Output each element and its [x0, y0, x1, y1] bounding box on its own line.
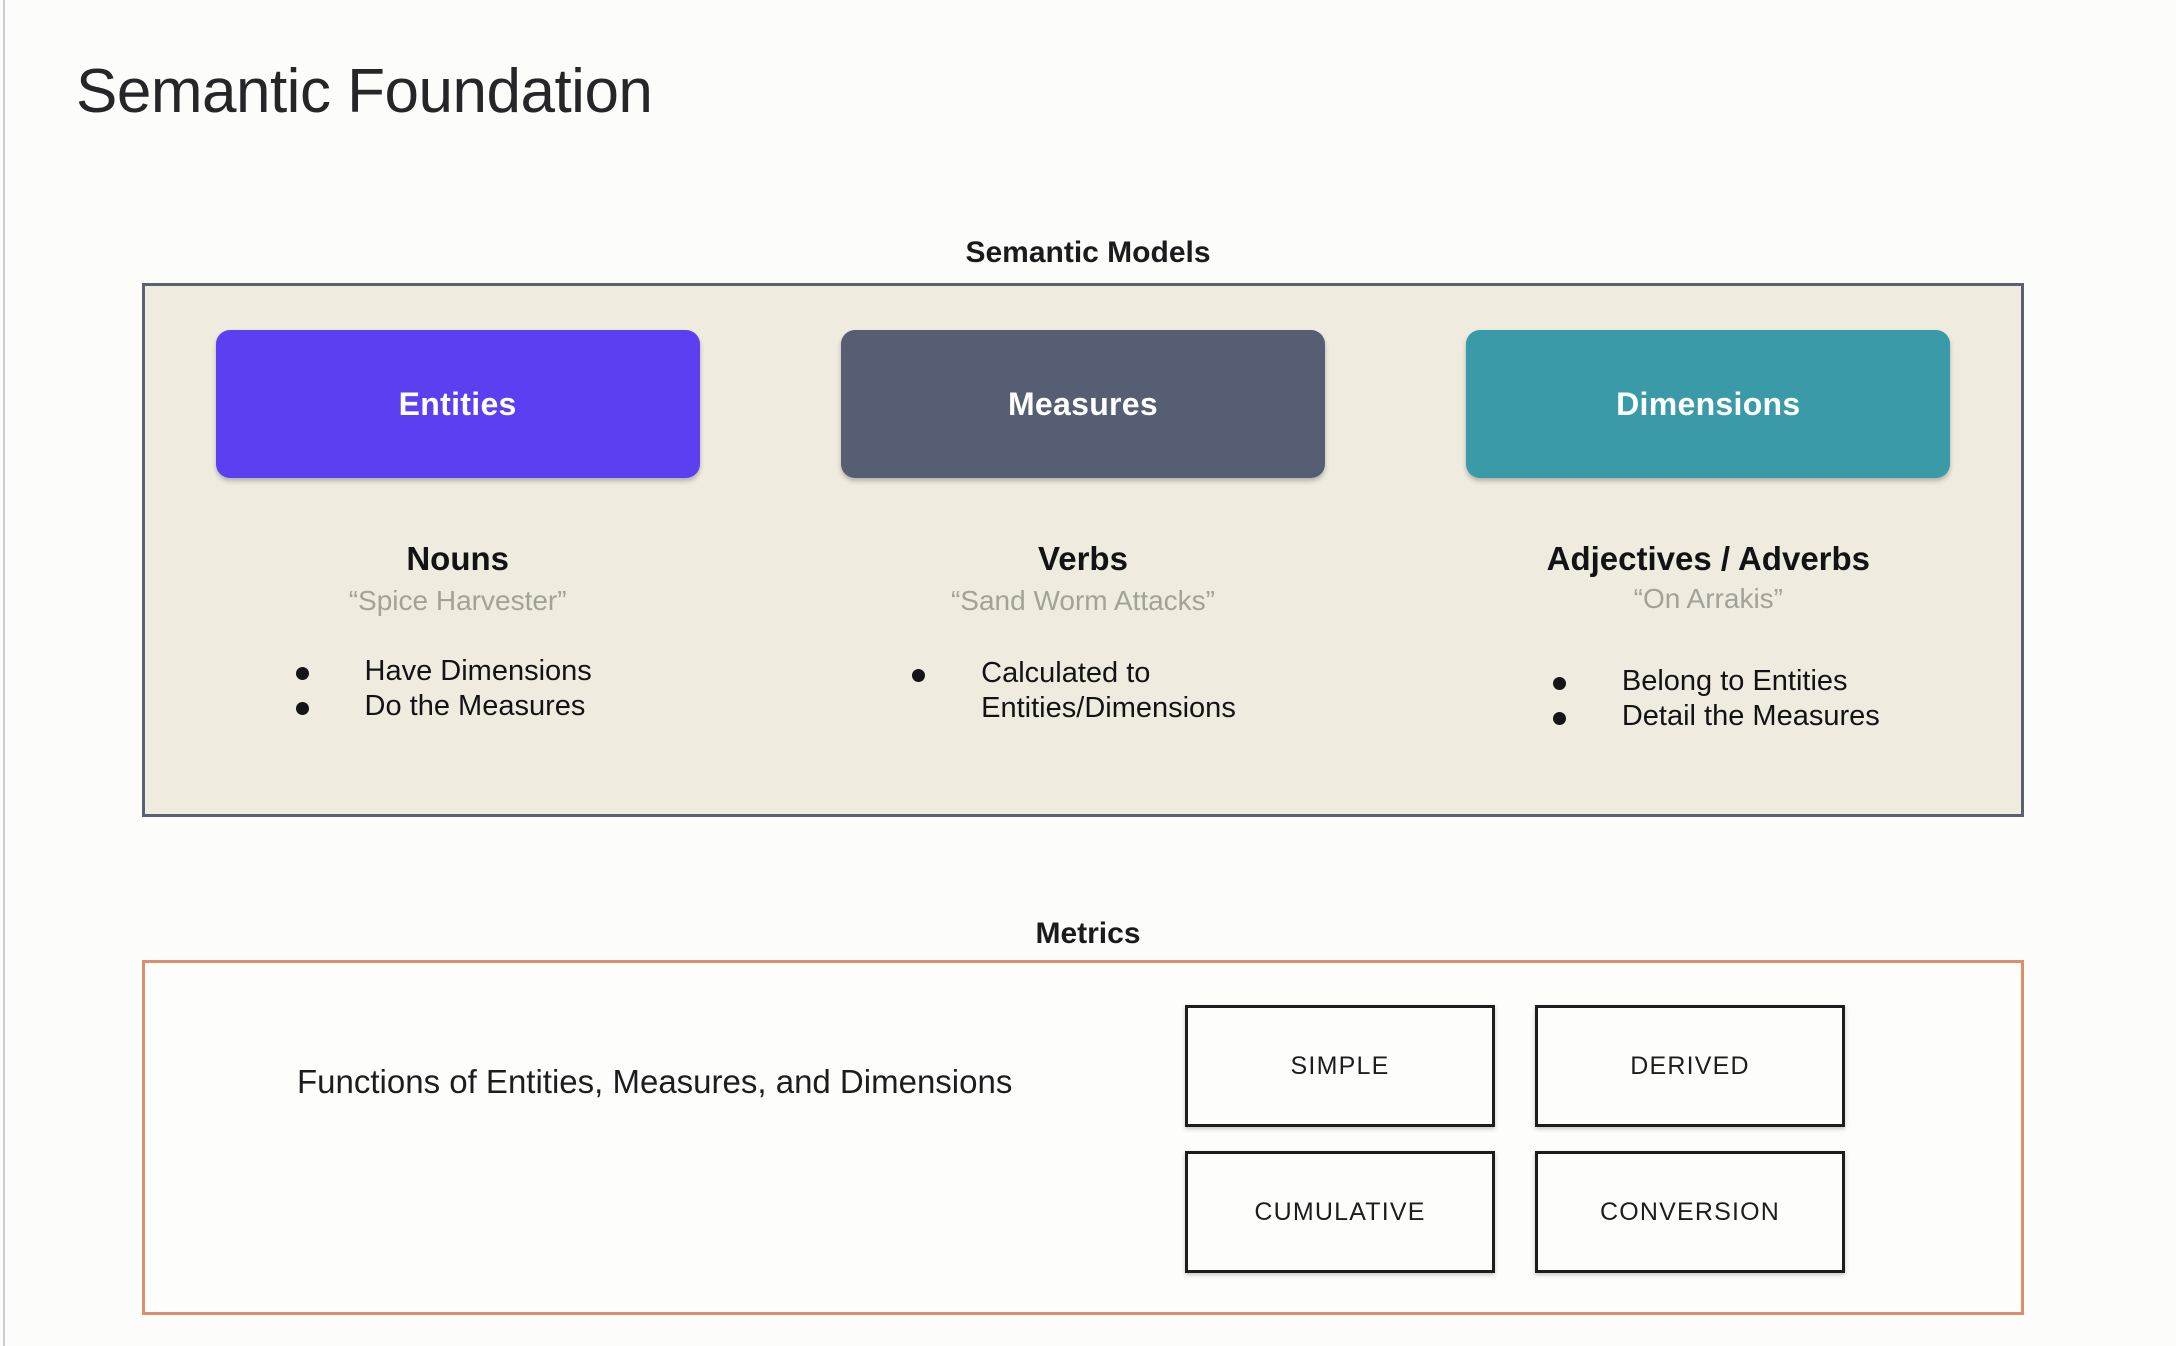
- entities-bullet-list: Have Dimensions Do the Measures: [295, 654, 592, 725]
- entities-bullet-1: Have Dimensions: [364, 654, 592, 687]
- metric-type-conversion-label: CONVERSION: [1599, 1197, 1781, 1226]
- measures-example: “Sand Worm Attacks”: [950, 584, 1215, 616]
- measures-card-label: Measures: [1007, 385, 1158, 422]
- semantic-models-heading: Semantic Models: [965, 236, 1211, 269]
- measures-part-of-speech: Verbs: [1038, 540, 1128, 577]
- metrics-panel: Functions of Entities, Measures, and Dim…: [142, 960, 2024, 1315]
- entities-card-label: Entities: [398, 385, 517, 422]
- list-item: Do the Measures: [295, 689, 592, 724]
- metric-type-conversion[interactable]: CONVERSION: [1535, 1151, 1845, 1273]
- bullet-dot-icon: [1552, 711, 1566, 725]
- dimensions-part-of-speech: Adjectives / Adverbs: [1546, 540, 1871, 577]
- dimensions-card[interactable]: Dimensions: [1466, 330, 1951, 478]
- bullet-dot-icon: [295, 701, 309, 715]
- measures-bullet-1: Calculated to Entities/Dimensions: [981, 656, 1236, 724]
- entities-bullet-2: Do the Measures: [364, 689, 586, 722]
- list-item: Detail the Measures: [1552, 699, 1880, 734]
- model-column-entities: Entities Nouns “Spice Harvester” Have Di…: [145, 286, 770, 814]
- list-item: Calculated to Entities/Dimensions: [912, 656, 1236, 727]
- bullet-dot-icon: [912, 668, 926, 682]
- list-item: Have Dimensions: [295, 654, 592, 689]
- metric-type-simple-label: SIMPLE: [1290, 1051, 1390, 1080]
- dimensions-card-label: Dimensions: [1616, 385, 1801, 422]
- bullet-dot-icon: [1552, 676, 1566, 690]
- measures-bullet-list: Calculated to Entities/Dimensions: [912, 656, 1236, 727]
- model-column-measures: Measures Verbs “Sand Worm Attacks” Calcu…: [770, 286, 1395, 814]
- measures-card[interactable]: Measures: [840, 330, 1325, 478]
- entities-card[interactable]: Entities: [215, 330, 700, 478]
- entities-part-of-speech: Nouns: [406, 540, 509, 577]
- metric-type-cumulative[interactable]: CUMULATIVE: [1185, 1151, 1495, 1273]
- list-item: Belong to Entities: [1552, 664, 1880, 699]
- entities-example: “Spice Harvester”: [348, 584, 567, 616]
- metric-type-cumulative-label: CUMULATIVE: [1254, 1197, 1426, 1226]
- page-title: Semantic Foundation: [76, 57, 653, 126]
- dimensions-bullet-list: Belong to Entities Detail the Measures: [1552, 664, 1880, 735]
- metric-type-simple[interactable]: SIMPLE: [1185, 1005, 1495, 1127]
- left-edge-rule: [3, 0, 5, 1346]
- dimensions-bullet-1: Belong to Entities: [1621, 664, 1848, 697]
- metrics-heading: Metrics: [1035, 917, 1141, 950]
- model-column-dimensions: Dimensions Adjectives / Adverbs “On Arra…: [1396, 286, 2021, 814]
- metrics-description: Functions of Entities, Measures, and Dim…: [297, 1063, 1013, 1100]
- dimensions-bullet-2: Detail the Measures: [1621, 699, 1880, 732]
- bullet-dot-icon: [295, 666, 309, 680]
- metric-type-derived-label: DERIVED: [1630, 1051, 1750, 1080]
- dimensions-example: “On Arrakis”: [1633, 582, 1783, 614]
- semantic-models-grid: Entities Nouns “Spice Harvester” Have Di…: [145, 286, 2021, 814]
- metric-type-grid: SIMPLE DERIVED CUMULATIVE CONVERSION: [1185, 1005, 1885, 1273]
- metric-type-derived[interactable]: DERIVED: [1535, 1005, 1845, 1127]
- semantic-models-panel: Entities Nouns “Spice Harvester” Have Di…: [142, 283, 2024, 817]
